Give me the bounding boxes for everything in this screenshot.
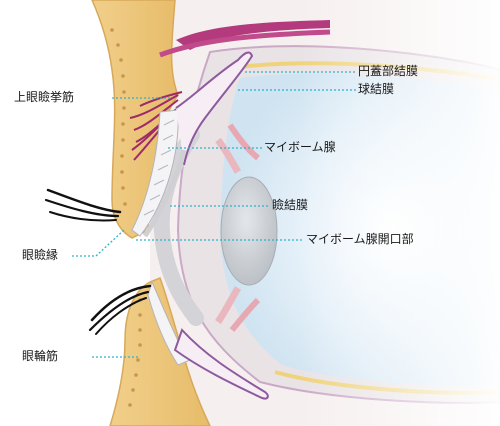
label-lid-margin: 眼瞼縁: [22, 248, 59, 262]
label-meibomian-orifice: マイボーム腺開口部: [306, 232, 414, 246]
levator-aponeurosis: [159, 29, 331, 58]
upper-fornix-conjunctiva: [175, 51, 254, 166]
label-bulbar: 球結膜: [358, 82, 395, 96]
upper-eyelashes: [44, 188, 122, 222]
upper-meibomian-ducts: [143, 119, 175, 216]
upper-skin-texture: [110, 28, 127, 206]
label-fornix: 円蓋部結膜: [358, 64, 419, 78]
leader-lines: [72, 71, 356, 358]
lower-lid-skin: [109, 277, 211, 426]
iris-upper: [215, 137, 242, 174]
levator-muscle: [176, 20, 330, 50]
upper-eyelid: [91, 0, 331, 239]
label-palpebral: 瞼結膜: [272, 198, 309, 212]
label-orbicularis: 眼輪筋: [22, 349, 59, 363]
ciliary-lower: [229, 297, 261, 332]
lower-eyelid: [109, 277, 269, 426]
lens: [220, 176, 278, 286]
lower-fornix-conjunctiva: [173, 328, 269, 400]
lower-eyelashes: [88, 284, 152, 335]
upper-lid-skin: [91, 0, 179, 239]
right-fade: [300, 0, 500, 426]
label-meibomian: マイボーム腺: [264, 140, 336, 154]
leader-lid-margin-diag: [95, 229, 125, 257]
ciliary-upper: [227, 123, 260, 161]
label-levator: 上眼瞼挙筋: [14, 90, 75, 104]
palpebral-conjunctiva: [142, 149, 187, 238]
iris-lower: [215, 286, 242, 324]
cornea: [153, 127, 204, 326]
upper-tarsal-plate: [131, 109, 179, 237]
